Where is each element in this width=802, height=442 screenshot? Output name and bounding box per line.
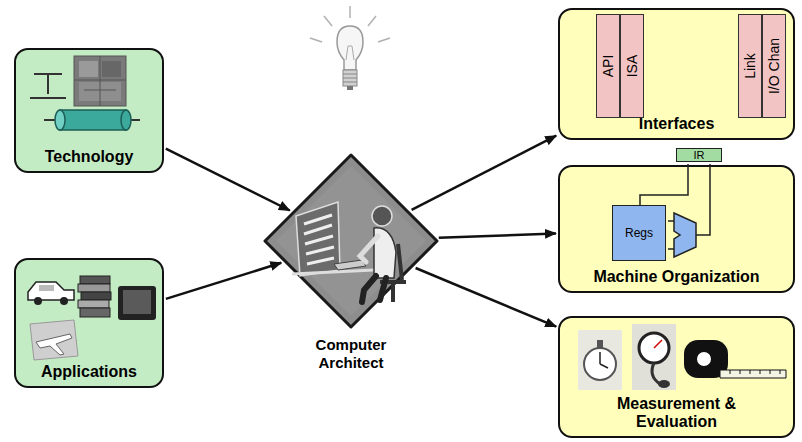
node-label: ISA bbox=[624, 55, 640, 78]
node-label: Link bbox=[742, 53, 758, 79]
input-box: Applications bbox=[14, 258, 164, 388]
node-label: Measurement & Evaluation bbox=[597, 395, 757, 436]
output-box: Machine OrganizationIRRegs bbox=[558, 165, 795, 293]
node-label: Applications bbox=[41, 363, 137, 386]
register-file-box: Regs bbox=[612, 205, 666, 261]
flow-arrow bbox=[166, 263, 281, 299]
node-label: IR bbox=[694, 149, 705, 161]
layer-bar: ISA bbox=[620, 14, 644, 118]
flow-arrow bbox=[416, 268, 557, 327]
node-label: Technology bbox=[45, 148, 134, 171]
flow-arrow bbox=[412, 136, 557, 210]
layer-bar: Link bbox=[738, 14, 762, 118]
input-box: Technology bbox=[14, 48, 164, 173]
illustration bbox=[262, 152, 440, 330]
register-box: IR bbox=[676, 148, 722, 162]
node-label: API bbox=[600, 55, 616, 78]
node-label: Computer Architect bbox=[295, 336, 407, 372]
architect-diamond: Computer Architect bbox=[262, 152, 440, 330]
node-label: Machine Organization bbox=[593, 268, 759, 291]
output-box: Measurement & Evaluation bbox=[558, 316, 795, 438]
node-label: I/O Chan bbox=[766, 38, 782, 94]
node-label: Interfaces bbox=[639, 115, 715, 138]
flow-arrow bbox=[439, 233, 556, 237]
layer-bar: API bbox=[596, 14, 620, 118]
flow-arrow bbox=[166, 149, 290, 211]
output-box: Interfaces API ISA Link I/O Chan bbox=[558, 8, 795, 140]
node-label: Regs bbox=[625, 226, 653, 240]
layer-bar: I/O Chan bbox=[762, 14, 786, 118]
